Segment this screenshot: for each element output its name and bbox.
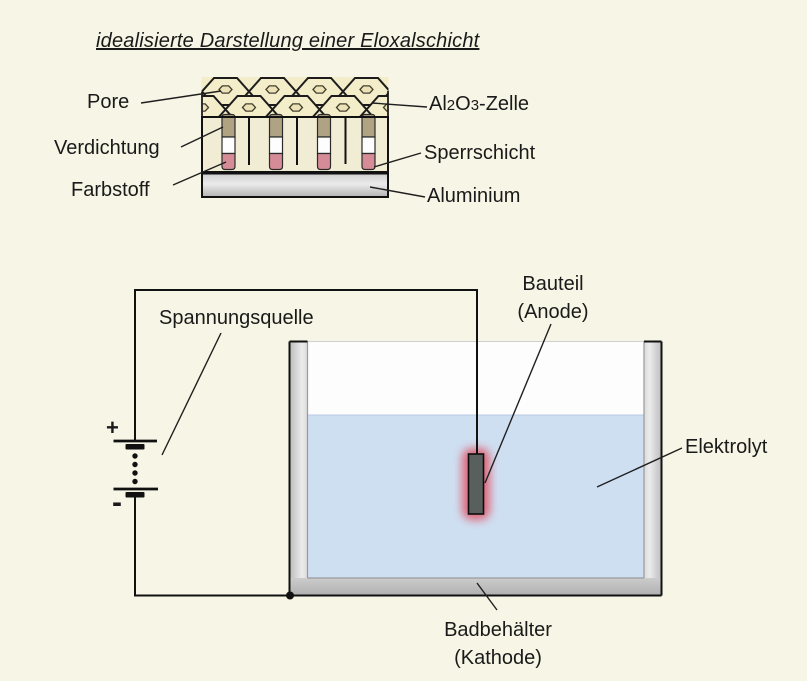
label-bauteil-line1: Bauteil: [522, 273, 584, 295]
wire-junction-dot: [286, 591, 294, 600]
al2o3-leader-line: [371, 102, 428, 108]
label-pore: Pore: [87, 91, 130, 113]
spannungsquelle-leader-line: [161, 332, 222, 456]
pore-leader-line: [140, 90, 222, 104]
battery-plus-sign: +: [106, 415, 119, 440]
label-badbehaelter-kathode: Badbehälter (Kathode): [428, 616, 568, 672]
label-bauteil-anode: Bauteil (Anode): [493, 270, 613, 326]
tank-inner-edges: [306, 341, 645, 579]
cell-wall-dividers: [248, 118, 347, 165]
anode-wire: [134, 289, 478, 454]
label-spannungsquelle: Spannungsquelle: [159, 307, 314, 329]
verdichtung-leader-line: [180, 126, 224, 148]
battery-minus-sign: -: [112, 486, 122, 519]
sperrschicht-leader-line: [373, 152, 422, 168]
anode-rod: [467, 453, 485, 515]
diagram-title: idealisierte Darstellung einer Eloxalsch…: [96, 30, 480, 52]
label-badbehaelter-line2: (Kathode): [454, 647, 542, 669]
tank-left-wall: [290, 341, 307, 596]
battery-symbol: [113, 439, 158, 498]
layer-leader-lines: [140, 90, 428, 198]
al2o3-part3: -Zelle: [479, 93, 530, 115]
bath-leader-lines: [161, 323, 683, 611]
label-al2o3-zelle: Al2O3-Zelle: [429, 92, 529, 118]
al2o3-sub2: 2: [446, 97, 456, 114]
hexagon-cell-band: [201, 77, 389, 117]
label-elektrolyt: Elektrolyt: [685, 436, 768, 458]
tank-right-wall: [644, 341, 662, 596]
aluminium-base: [201, 172, 389, 198]
al2o3-part2: O: [455, 93, 471, 115]
label-sperrschicht: Sperrschicht: [424, 142, 536, 164]
tank-outline: [288, 340, 663, 597]
label-aluminium: Aluminium: [427, 185, 521, 207]
al2o3-part1: Al: [429, 93, 447, 115]
anodizing-bath-diagram: [113, 289, 683, 611]
elektrolyt-leader-line: [596, 447, 683, 488]
farbstoff-leader-line: [172, 161, 227, 186]
badbehaelter-leader-line: [476, 582, 498, 611]
eloxal-layer-diagram: [140, 77, 428, 198]
label-farbstoff: Farbstoff: [71, 179, 150, 201]
tank-bottom: [290, 578, 662, 596]
cathode-wire: [134, 496, 290, 597]
bauteil-leader-line: [484, 323, 552, 484]
al2o3-sub3: 3: [470, 97, 480, 114]
label-badbehaelter-line1: Badbehälter: [444, 619, 552, 641]
aluminium-leader-line: [369, 186, 426, 198]
label-verdichtung: Verdichtung: [54, 137, 160, 159]
label-bauteil-line2: (Anode): [517, 301, 589, 323]
